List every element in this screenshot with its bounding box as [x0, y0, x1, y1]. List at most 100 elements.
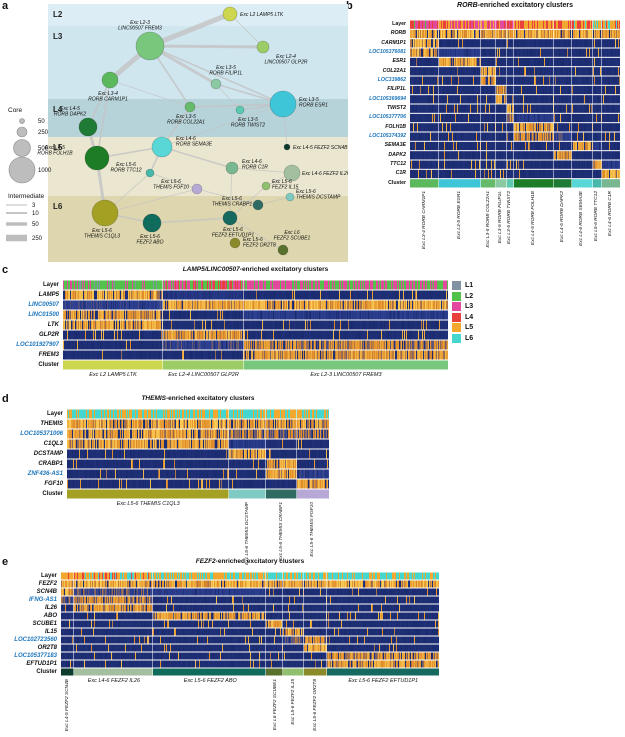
- heatmap-title-gene: RORB: [457, 2, 478, 9]
- gene-row-label: LOC105369694: [369, 95, 406, 102]
- network-node-col22a1: [184, 101, 196, 113]
- node-label-line: THEMIS C1QL3: [84, 233, 120, 239]
- network-node-dapk2: [78, 117, 98, 137]
- cluster-column-label: Exc L3-5 RORB ESR1: [457, 191, 463, 239]
- node-label-line: RORB TWIST2: [231, 122, 265, 128]
- legend-label: L6: [465, 334, 474, 342]
- legend-item: L2: [452, 291, 492, 302]
- cluster-column-label: Exc L5-6 RORB TTC12: [594, 191, 600, 242]
- cluster-column-label: Exc L4-6 RORB C1R: [608, 191, 614, 237]
- cluster-column-label: Exc L3-5 RORB COL22A1: [485, 191, 491, 248]
- gene-row-label: DAPK2: [388, 151, 406, 158]
- network-node-il26: [283, 164, 301, 182]
- heatmap-canvas-b: [410, 20, 620, 188]
- legend-swatch: [452, 333, 461, 343]
- layer-band-label: L6: [53, 202, 63, 211]
- legend-item: L3: [452, 302, 492, 312]
- heatmap-title-rest: -enriched excitatory clusters: [215, 558, 305, 565]
- gene-row-label: FOLH1B: [385, 123, 406, 130]
- node-label-line: Exc L2 LAMP5 LTK: [240, 12, 284, 18]
- network-edge: [148, 44, 265, 49]
- cluster-column-label: Exc L5-6 THEMIS FGF10: [310, 502, 316, 557]
- node-label-line: Exc L3-5: [216, 65, 236, 71]
- network-node-twist2: [235, 105, 245, 115]
- network-edge: [161, 146, 233, 169]
- node-label-line: Exc L5-6: [223, 227, 243, 233]
- cluster-column-label: Exc L2-3 LINC00507 FREM3: [310, 372, 382, 378]
- cluster-column-label: Exc L2 LAMP5 LTK: [89, 372, 137, 378]
- heatmap-title-e: FEZF2-enriched excitatory clusters: [61, 558, 439, 565]
- network-node-eftud1p1: [222, 210, 238, 226]
- intermediate-width-label: 50: [32, 222, 39, 228]
- layer-row-label: Layer: [42, 282, 59, 288]
- legend-item: L1: [452, 281, 492, 291]
- node-label-line: Exc L5-6: [140, 234, 160, 240]
- cluster-column-label: Exc L2-4 LINC00507 GLP2R: [168, 372, 239, 378]
- network-node-frem3: [135, 31, 165, 61]
- layer-row-label: Layer: [392, 21, 406, 27]
- gene-row-label: C1R: [395, 170, 406, 177]
- gene-row-label: C1QL3: [43, 441, 63, 447]
- network-node-or2t8: [229, 237, 241, 249]
- gene-row-label: LOC105371006: [20, 431, 63, 437]
- core-size-label: 250: [38, 130, 49, 136]
- heatmap-title-gene: LAMP5/LINC00507: [182, 266, 240, 273]
- legend-label: L2: [465, 292, 474, 300]
- gene-row-label: SCN4B: [36, 589, 57, 595]
- gene-row-label: LOC105377183: [14, 653, 57, 659]
- panel-e-letter: e: [2, 556, 9, 568]
- legend-swatch: [452, 281, 461, 290]
- network-edge: [189, 103, 284, 108]
- gene-row-label: DCSTAMP: [33, 451, 63, 457]
- cluster-column-label: Exc L4-5 FEZF2 SCN4B: [64, 679, 70, 732]
- gene-row-label: CRABP1: [38, 461, 63, 467]
- node-label-line: Exc L5-6: [222, 196, 242, 202]
- network-edge: [104, 188, 198, 214]
- node-label-line: LINC00507 FREM3: [118, 25, 162, 31]
- network-edge: [229, 167, 233, 219]
- network-node-filip1l: [210, 78, 222, 90]
- heatmap-title-d: THEMIS-enriched excitatory clusters: [67, 395, 329, 402]
- gene-row-label: LOC339862: [377, 77, 406, 83]
- panel-a-letter: a: [2, 0, 9, 12]
- node-label-line: RORB DAPK2: [54, 111, 86, 117]
- node-label-line: RORB CARM1P1: [88, 96, 128, 102]
- legend-label: L3: [465, 303, 474, 310]
- network-edge: [147, 11, 233, 49]
- node-label-line: Exc L2-4: [276, 54, 296, 60]
- network-edge: [257, 196, 291, 206]
- heatmap-title-gene: THEMIS: [141, 395, 167, 402]
- gene-row-label: IFNG-AS1: [28, 597, 57, 603]
- network-node-esr1: [269, 90, 297, 118]
- core-legend-title: Core: [8, 107, 22, 114]
- network-edge: [96, 79, 111, 159]
- layer-band-label: L4: [53, 105, 63, 114]
- network-node-scn4b: [283, 143, 291, 151]
- heatmap-canvas-e: [61, 572, 439, 676]
- network-node-dcstamp: [285, 192, 295, 202]
- core-size-swatch: [16, 126, 28, 138]
- node-label-line: Exc L5-6: [243, 237, 263, 243]
- gene-row-label: THEMIS: [40, 421, 63, 427]
- panel-d-letter: d: [2, 393, 9, 405]
- gene-row-label: SCUBE1: [32, 621, 57, 627]
- node-label-line: RORB SEMA3E: [176, 141, 213, 147]
- node-label-lamp5_ltk: Exc L2 LAMP5 LTK: [240, 12, 284, 18]
- panel-b-letter: b: [346, 0, 353, 12]
- node-label-line: RORB FOLH1B: [37, 150, 73, 156]
- node-label-line: Exc L4-5: [45, 145, 65, 151]
- gene-row-label: LINC01500: [28, 312, 59, 318]
- node-label-line: Exc L4-6: [176, 136, 196, 142]
- network-edge: [231, 167, 293, 174]
- heatmap-title-rest: -enriched excitatory clusters: [166, 395, 255, 402]
- gene-row-label: FEZF2: [38, 581, 57, 587]
- node-label-line: FEZF2 SCUBE1: [274, 235, 311, 241]
- network-edge: [161, 103, 284, 148]
- network-node-lamp5_ltk: [222, 6, 238, 22]
